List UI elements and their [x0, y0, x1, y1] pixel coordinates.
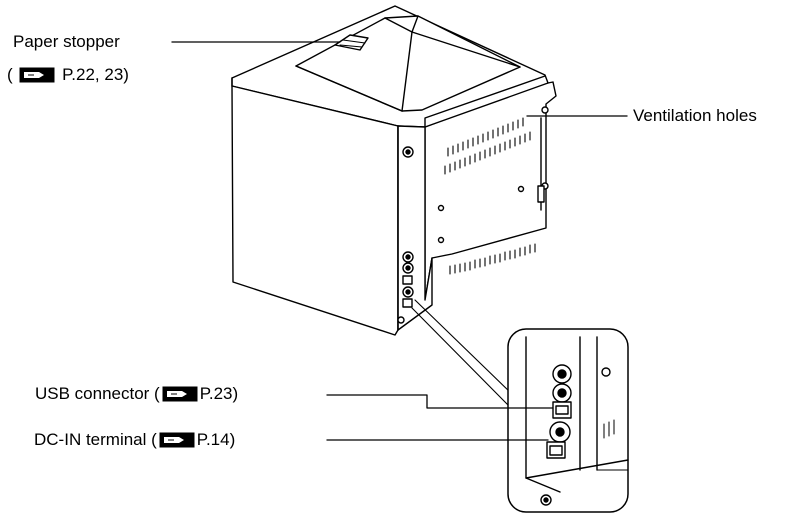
ventilation-holes-label: Ventilation holes — [633, 106, 757, 125]
paper-stopper-reference: ( P.22, 23) — [7, 65, 129, 84]
paper-stopper-tab — [334, 34, 369, 51]
pointing-hand-reference-icon — [159, 432, 195, 448]
printer-illustration — [231, 5, 557, 336]
zoom-lines — [411, 299, 513, 406]
pointing-hand-reference-icon — [162, 386, 198, 402]
rear-panel-connectors — [402, 251, 414, 308]
usb-connector-label: USB connector ( P.23) — [35, 384, 239, 403]
dc-in-terminal-detail — [546, 421, 571, 459]
pointing-hand-reference-icon — [19, 67, 55, 83]
dc-in-terminal-label: DC-IN terminal ( P.14) — [34, 430, 236, 449]
connector-detail-inset — [507, 328, 629, 513]
paper-stopper-label: Paper stopper — [13, 32, 120, 51]
usb-connector-detail — [552, 364, 572, 419]
printer-front-face — [231, 85, 399, 336]
usb-leader — [326, 394, 554, 409]
leader-lines — [171, 41, 628, 441]
ventilation-holes — [444, 117, 536, 275]
